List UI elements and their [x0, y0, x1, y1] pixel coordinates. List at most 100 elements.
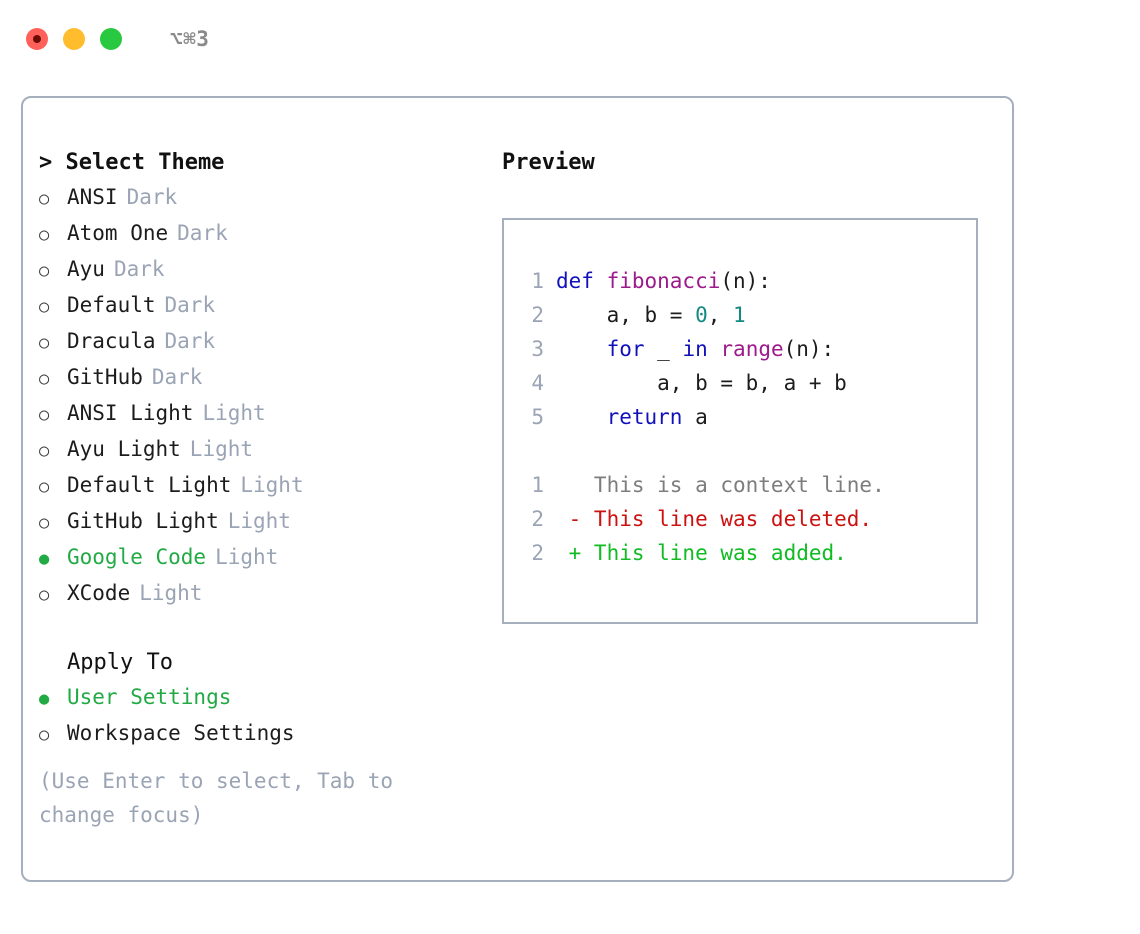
theme-option-tag: Dark: [164, 293, 216, 317]
token-num: 0: [695, 303, 708, 327]
radio-unselected-icon: ○: [39, 405, 50, 425]
theme-option-tag: Light: [227, 509, 291, 533]
theme-option-label: GitHub: [67, 365, 143, 389]
keyboard-shortcut-label: ⌥⌘3: [170, 27, 210, 51]
code-text: return a: [556, 400, 708, 434]
radio-selected-icon: ●: [39, 549, 50, 569]
diff-line-number: 2: [531, 541, 544, 565]
apply-to-option-label: Workspace Settings: [67, 721, 295, 745]
diff-line: 2 - This line was deleted.: [504, 502, 976, 536]
theme-option-label: Atom One: [67, 221, 169, 245]
theme-option-tag: Dark: [164, 329, 216, 353]
close-button[interactable]: [26, 28, 48, 50]
token-kw: for: [606, 337, 645, 361]
apply-to-option-label: User Settings: [67, 685, 232, 709]
theme-option-tag: Light: [202, 401, 266, 425]
section-spacer: [39, 612, 479, 646]
diff-line-number: 1: [531, 473, 544, 497]
line-number: 5: [531, 405, 544, 429]
line-number: 1: [531, 269, 544, 293]
window-controls: [26, 28, 122, 50]
theme-option-tag: Dark: [177, 221, 228, 245]
diff-sample: 1 This is a context line.2 - This line w…: [504, 468, 976, 570]
code-line: 2 a, b = 0, 1: [504, 298, 976, 332]
line-number: 3: [531, 337, 544, 361]
theme-option-3[interactable]: ○ Default Dark: [39, 288, 479, 324]
radio-unselected-icon: ○: [39, 189, 50, 209]
token-pun: _: [644, 337, 683, 361]
code-text: a, b = b, a + b: [556, 366, 847, 400]
token-fn: fibonacci: [606, 269, 721, 293]
theme-option-8[interactable]: ○ Default Light Light: [39, 468, 479, 504]
maximize-button[interactable]: [100, 28, 122, 50]
radio-unselected-icon: ○: [39, 477, 50, 497]
radio-unselected-icon: ○: [39, 585, 50, 605]
token-pun: (n):: [720, 269, 771, 293]
theme-option-tag: Light: [139, 581, 203, 605]
theme-option-tag: Dark: [126, 185, 178, 209]
theme-option-9[interactable]: ○ GitHub Light Light: [39, 504, 479, 540]
radio-selected-icon: ●: [39, 689, 50, 709]
theme-option-tag: Light: [240, 473, 304, 497]
minimize-button[interactable]: [63, 28, 85, 50]
diff-spacer: [504, 434, 976, 468]
theme-option-label: ANSI: [67, 185, 118, 209]
token-kw: def: [556, 269, 607, 293]
theme-option-label: Default: [67, 293, 156, 317]
preview-title: Preview: [502, 150, 595, 175]
theme-option-tag: Light: [215, 545, 279, 569]
radio-unselected-icon: ○: [39, 513, 50, 533]
code-line: 4 a, b = b, a + b: [504, 366, 976, 400]
token-pun: a: [682, 405, 708, 429]
radio-unselected-icon: ○: [39, 225, 50, 245]
apply-to-header: Apply To: [67, 650, 173, 675]
theme-option-label: GitHub Light: [67, 509, 219, 533]
token-pun: [556, 337, 607, 361]
code-line: 5 return a: [504, 400, 976, 434]
token-kw: in: [682, 337, 708, 361]
token-num: 1: [733, 303, 746, 327]
code-text: a, b = 0, 1: [556, 298, 746, 332]
radio-unselected-icon: ○: [39, 297, 50, 317]
theme-option-label: Ayu Light: [67, 437, 181, 461]
diff-line: 1 This is a context line.: [504, 468, 976, 502]
diff-line-number: 2: [531, 507, 544, 531]
theme-option-label: Google Code: [67, 545, 207, 569]
theme-option-0[interactable]: ○ ANSI Dark: [39, 180, 479, 216]
apply-to-option-0[interactable]: ● User Settings: [39, 680, 479, 716]
token-pun: [556, 405, 607, 429]
radio-unselected-icon: ○: [39, 441, 50, 461]
code-text: for _ in range(n):: [556, 332, 835, 366]
token-pun: [708, 337, 721, 361]
theme-option-6[interactable]: ○ ANSI Light Light: [39, 396, 479, 432]
apply-to-option-1[interactable]: ○Workspace Settings: [39, 716, 479, 752]
radio-unselected-icon: ○: [39, 333, 50, 353]
theme-option-label: Default Light: [67, 473, 232, 497]
diff-line-text-add: + This line was added.: [556, 541, 847, 565]
theme-option-tag: Dark: [113, 257, 165, 281]
theme-option-label: Dracula: [67, 329, 156, 353]
theme-option-tag: Dark: [151, 365, 203, 389]
diff-line-text-del: - This line was deleted.: [556, 507, 873, 531]
token-pun: (n):: [783, 337, 835, 361]
token-pun: a, b = b, a + b: [556, 371, 847, 395]
theme-option-10[interactable]: ● Google Code Light: [39, 540, 479, 576]
theme-option-label: ANSI Light: [67, 401, 194, 425]
select-theme-header: > Select Theme: [39, 150, 225, 175]
token-pun: ,: [707, 303, 734, 327]
theme-option-1[interactable]: ○ Atom One Dark: [39, 216, 479, 252]
token-pun: a, b =: [556, 303, 696, 327]
line-number: 2: [531, 303, 544, 327]
code-line: 1 def fibonacci(n):: [504, 264, 976, 298]
theme-option-4[interactable]: ○ Dracula Dark: [39, 324, 479, 360]
